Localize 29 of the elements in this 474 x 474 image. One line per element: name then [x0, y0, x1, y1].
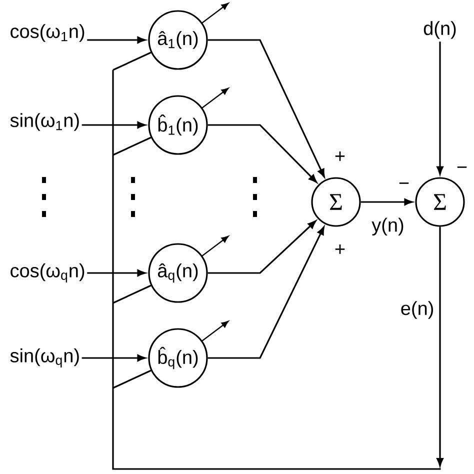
arrow	[87, 270, 146, 276]
arrow	[208, 39, 325, 178]
sign-label: −	[457, 166, 467, 168]
sign-label: −	[399, 182, 409, 184]
feedback-branch	[112, 136, 152, 156]
signal-label: d(n)	[424, 21, 456, 39]
feedback-branch	[112, 284, 152, 304]
arrow	[208, 226, 324, 359]
arrow	[208, 124, 317, 183]
arrow	[208, 220, 316, 274]
sign-label: +	[335, 152, 345, 161]
edge-label: y(n)	[370, 216, 406, 236]
arrow	[436, 226, 444, 466]
signal-label: cos(ω$_{1}$n)	[10, 24, 84, 42]
arrow	[82, 354, 146, 362]
arrow	[87, 36, 146, 44]
arrow	[436, 42, 444, 175]
sign-label: +	[335, 244, 345, 254]
arrow	[360, 198, 413, 206]
summing-junction: Σ	[311, 177, 361, 227]
signal-label: sin(ω$_{q}$n)	[10, 348, 79, 368]
feedback-branch	[112, 370, 152, 389]
signal-label: cos(ω$_{q}$n)	[10, 263, 84, 283]
feedback-branch	[112, 52, 152, 71]
signal-label: sin(ω$_{1}$n)	[10, 113, 79, 131]
summing-junction: Σ	[415, 177, 465, 227]
feedback-line	[112, 70, 441, 470]
edge-label: e(n)	[399, 300, 436, 320]
arrow	[82, 122, 146, 128]
